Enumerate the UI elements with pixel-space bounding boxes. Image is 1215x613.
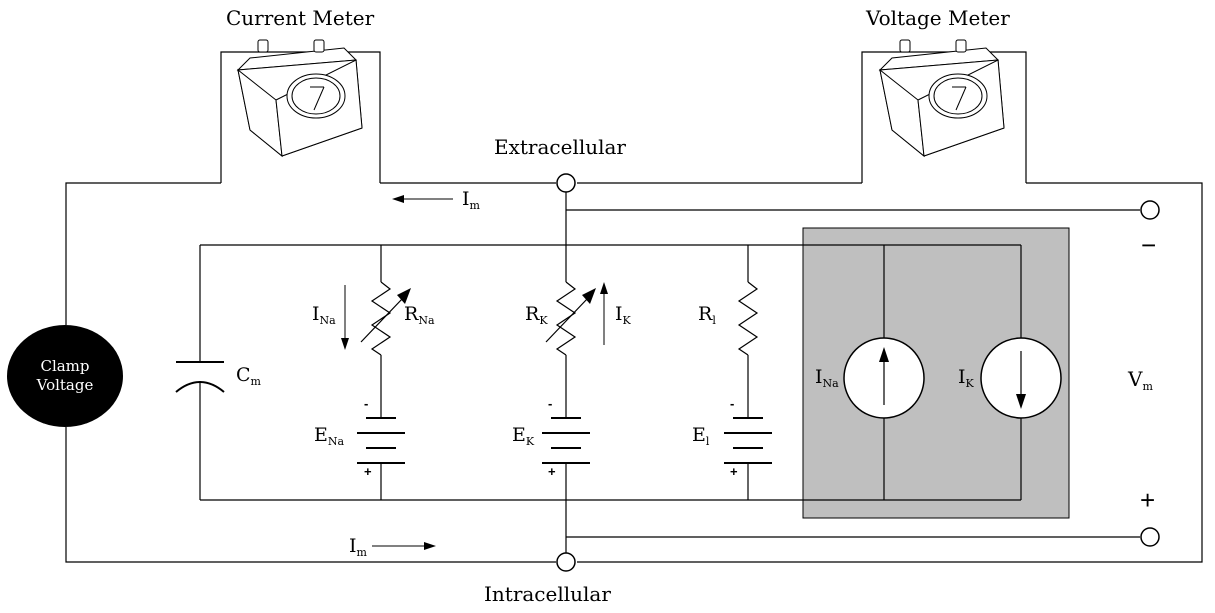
im-top-label: Im [462, 188, 480, 212]
vm-plus-sign: + [1140, 485, 1156, 515]
ek-plus-mark: + [548, 464, 556, 479]
leak-branch [724, 245, 772, 500]
rk-variable-arrowhead [582, 288, 596, 304]
ik-branch-arrowhead [600, 282, 608, 294]
voltage-meter-label: Voltage Meter [866, 6, 1010, 30]
membrane-leads [565, 192, 1140, 553]
ena-minus-mark: - [364, 396, 369, 411]
vm-label: Vm [1128, 367, 1153, 393]
ina-source-label: INa [815, 366, 839, 390]
clamp-voltage-source: Clamp Voltage [7, 325, 123, 427]
intracellular-label: Intracellular [484, 582, 611, 606]
el-plus-mark: + [730, 464, 738, 479]
vm-minus-sign: − [1141, 230, 1157, 260]
rl-label: Rl [698, 303, 716, 327]
el-minus-mark: - [730, 396, 735, 411]
im-bottom-label: Im [349, 535, 367, 559]
rna-label: RNa [404, 303, 435, 327]
sodium-branch [357, 245, 405, 500]
vm-terminal-bottom [1140, 527, 1160, 547]
extracellular-label: Extracellular [494, 135, 626, 159]
outer-loop-wire [65, 51, 1203, 563]
ena-plus-mark: + [364, 464, 372, 479]
clamp-label-line2: Voltage [36, 376, 94, 394]
voltage-meter-icon [878, 39, 1005, 158]
rk-label: RK [525, 303, 548, 327]
current-meter-icon [236, 39, 363, 158]
current-meter-label: Current Meter [226, 6, 375, 30]
vm-terminal-top [1140, 200, 1160, 220]
intracellular-terminal [556, 552, 576, 572]
ik-branch-label: IK [615, 303, 631, 327]
ik-current-source [980, 245, 1062, 500]
cm-label: Cm [236, 364, 261, 388]
ina-current-source [843, 245, 925, 500]
rna-variable-arrowhead [397, 288, 411, 304]
ik-source-label: IK [958, 366, 974, 390]
ek-minus-mark: - [548, 396, 553, 411]
im-top-arrowhead [392, 195, 404, 203]
capacitor-cm [175, 245, 225, 500]
el-label: El [692, 424, 710, 448]
clamp-label-line1: Clamp [40, 356, 90, 375]
im-bottom-arrowhead [424, 542, 436, 550]
ina-branch-label: INa [312, 303, 336, 327]
ek-label: EK [512, 424, 535, 448]
potassium-branch [542, 245, 590, 500]
extracellular-terminal [556, 173, 576, 193]
ina-branch-arrowhead [341, 338, 349, 350]
ena-label: ENa [314, 424, 345, 448]
